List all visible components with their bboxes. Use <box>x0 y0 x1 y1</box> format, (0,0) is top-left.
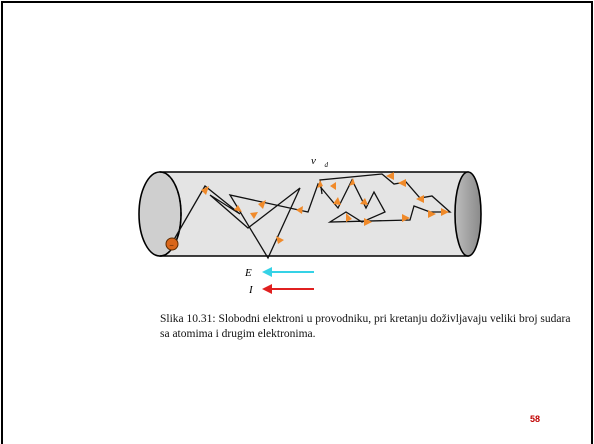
velocity-symbol: v⃗ <box>311 155 324 167</box>
conductor-right-end <box>455 172 481 256</box>
current-arrow-head <box>262 284 272 294</box>
page-number: 58 <box>530 414 540 424</box>
svg-text:−: − <box>169 242 174 249</box>
figure-caption: Slika 10.31: Slobodni elektroni u provod… <box>160 312 580 342</box>
field-label: E⃗ <box>244 267 260 279</box>
velocity-subscript: d <box>324 161 328 169</box>
velocity-label: v⃗d <box>311 155 328 169</box>
field-arrow-head <box>262 267 272 277</box>
conductor-body <box>160 172 468 256</box>
current-label: I <box>248 284 254 296</box>
